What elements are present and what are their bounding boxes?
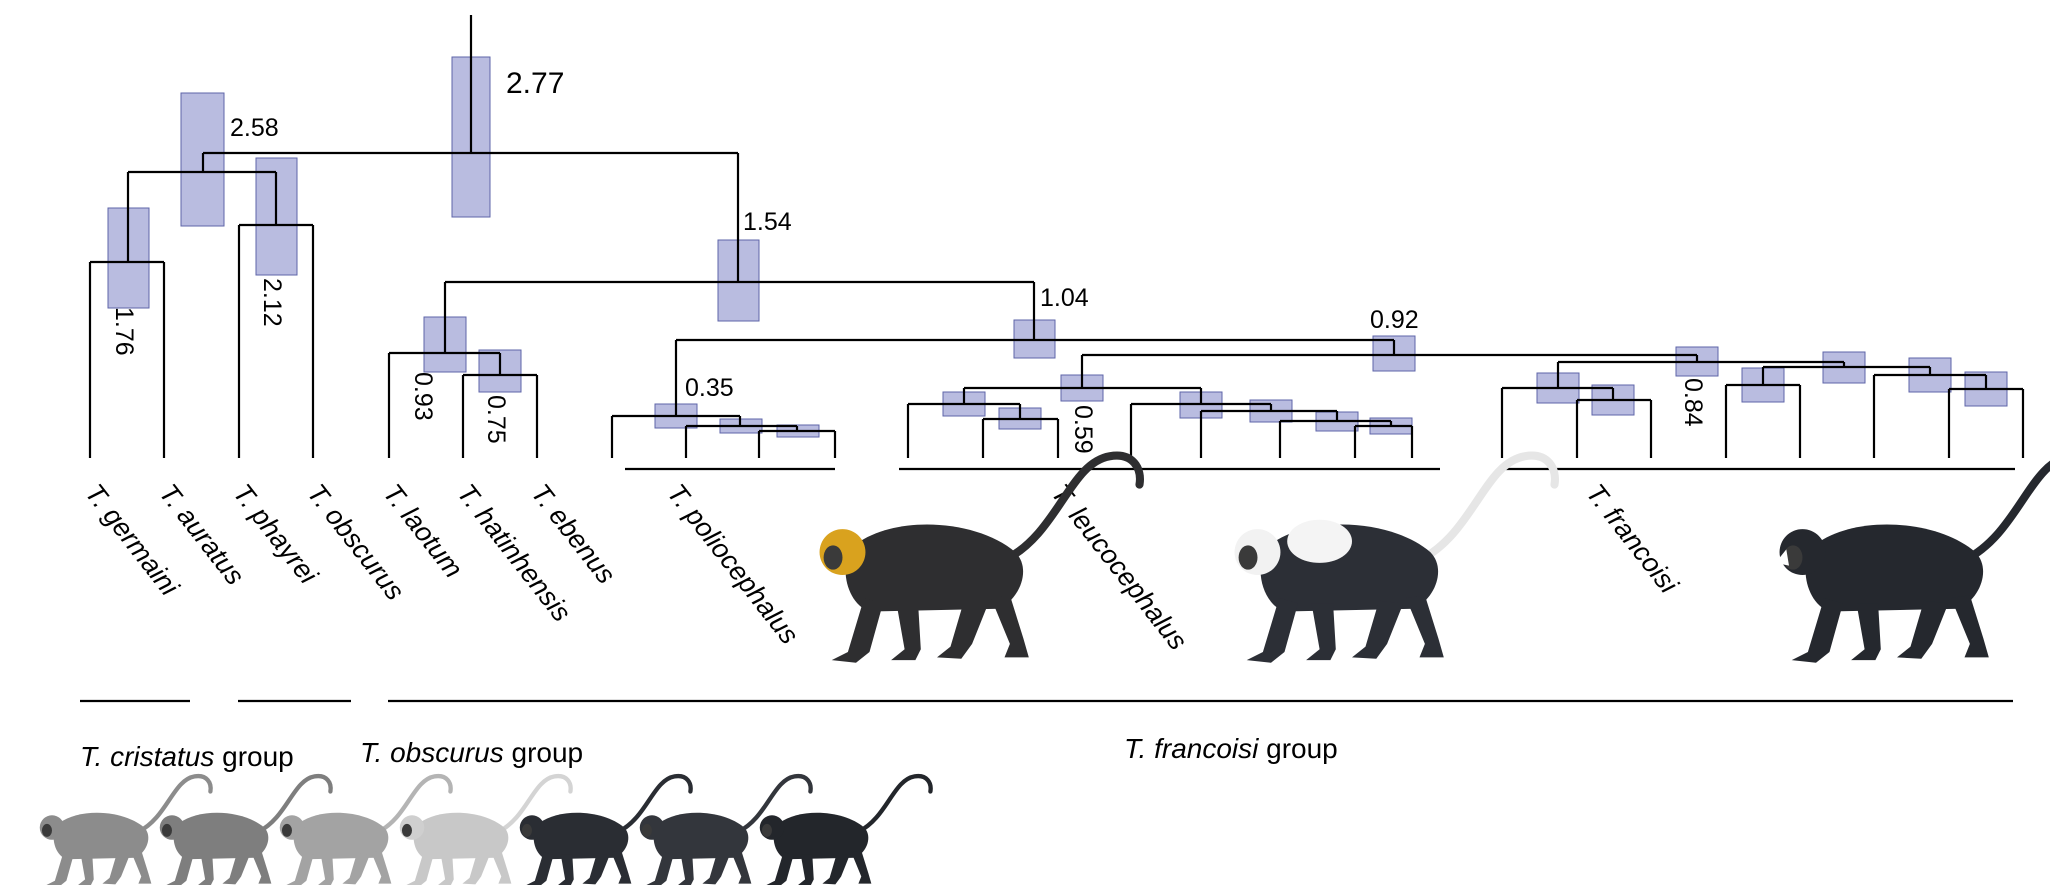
- group-label-francoisi: T. francoisi group: [1124, 733, 1338, 764]
- age-label-poliocephalus-rest: 1.04: [1040, 284, 1089, 312]
- hpd-intervals: [107, 56, 2008, 438]
- tree-branches: [88, 15, 2025, 458]
- age-label-cristatus-obscurus: 2.58: [230, 114, 279, 142]
- group-label-cristatus: T. cristatus group: [80, 741, 294, 772]
- group-labels: T. cristatus group T. obscurus group T. …: [80, 733, 1338, 772]
- node-age-labels: 2.77 2.58 1.76 2.12 1.54 0.93 0.75 1.04 …: [110, 67, 1707, 454]
- group-label-obscurus: T. obscurus group: [360, 737, 583, 768]
- age-label-laotum-clade: 0.93: [409, 372, 437, 421]
- age-label-cristatus: 1.76: [110, 307, 138, 356]
- age-label-francoisi-group: 1.54: [743, 208, 792, 236]
- taxon-leucocephalus: T. leucocephalus: [1045, 478, 1193, 655]
- age-label-obscurus: 2.12: [258, 278, 286, 327]
- langur-row: [40, 776, 931, 885]
- age-label-poliocephalus-crown: 0.35: [685, 374, 734, 402]
- age-label-leucocephalus-francoisi: 0.92: [1370, 306, 1419, 334]
- langur-illustration-leucocephalus: [1235, 456, 1555, 663]
- taxon-francoisi: T. francoisi: [1580, 478, 1684, 599]
- age-label-francoisi-crown: 0.84: [1679, 378, 1707, 427]
- taxon-poliocephalus: T. poliocephalus: [661, 478, 804, 649]
- age-label-hatinhensis-ebenus: 0.75: [482, 395, 510, 444]
- langur-illustration-poliocephalus: [820, 456, 1140, 663]
- langur-small-7: [760, 776, 931, 885]
- age-label-leucocephalus-crown: 0.59: [1069, 405, 1097, 454]
- langur-illustration-francoisi: [1775, 456, 2050, 663]
- age-label-root: 2.77: [506, 67, 564, 100]
